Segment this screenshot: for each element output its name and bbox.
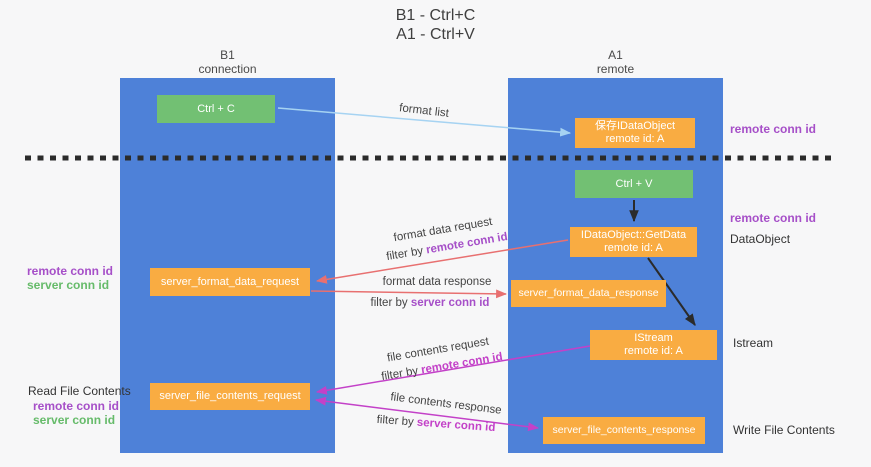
node-server-format-data-response: server_format_data_response (511, 280, 666, 307)
node-format-request-label: server_format_data_request (160, 275, 300, 288)
lane-b1-role: connection (198, 62, 257, 76)
lane-a1-role: remote (596, 62, 635, 76)
filter-by-2-emphasis: server conn id (410, 297, 490, 309)
label-left-remote-conn-id-2: remote conn id (33, 399, 120, 413)
label-left-server-conn-id-2: server conn id (33, 413, 116, 427)
lane-header-a1: A1 remote (508, 48, 723, 76)
arrow-format-data-response (310, 289, 508, 299)
node-ctrl-c-label: Ctrl + C (197, 102, 235, 115)
node-format-response-label: server_format_data_response (518, 287, 659, 299)
lane-b1-name: B1 (220, 48, 235, 62)
node-istream-line1: IStream (634, 332, 673, 344)
lane-a1-name: A1 (608, 48, 623, 62)
node-save-idataobject-line2: remote id: A (605, 133, 665, 145)
node-ctrl-v-label: Ctrl + V (615, 177, 653, 190)
filter-by-4-prefix: filter by (376, 413, 418, 429)
label-format-list: format list (398, 102, 450, 120)
label-filter-by-server-1: filter by server conn id (371, 297, 490, 309)
diagram-title: B1 - Ctrl+C A1 - Ctrl+V (0, 6, 871, 44)
title-line-1: B1 - Ctrl+C (395, 7, 476, 24)
label-filter-by-server-2: filter by server conn id (376, 414, 495, 434)
node-server-file-contents-response: server_file_contents_response (543, 417, 705, 444)
node-ctrl-v: Ctrl + V (575, 170, 693, 198)
label-file-contents-response: file contents response (389, 391, 503, 417)
label-remote-conn-id-top: remote conn id (730, 122, 817, 136)
label-dataobject: DataObject (730, 232, 791, 246)
node-getdata-line1: IDataObject::GetData (580, 229, 687, 241)
node-file-request-label: server_file_contents_request (159, 390, 301, 402)
label-remote-conn-id-mid: remote conn id (730, 211, 817, 225)
node-file-response-label: server_file_contents_response (552, 424, 696, 436)
filter-by-3-prefix: filter by (380, 364, 423, 384)
filter-by-4-emphasis: server conn id (416, 416, 496, 435)
label-left-remote-conn-id-1: remote conn id (27, 264, 114, 278)
node-server-file-contents-request: server_file_contents_request (150, 383, 310, 410)
node-istream: IStream remote id: A (590, 330, 717, 360)
node-save-idataobject-line1: 保存IDataObject (594, 120, 676, 132)
title-line-2: A1 - Ctrl+V (396, 26, 475, 43)
label-format-data-response: format data response (382, 276, 492, 288)
filter-by-2-prefix: filter by (370, 297, 411, 309)
label-write-file-contents: Write File Contents (733, 423, 835, 437)
label-istream: Istream (733, 336, 774, 350)
node-save-idataobject: 保存IDataObject remote id: A (575, 118, 695, 148)
label-left-server-conn-id-1: server conn id (27, 278, 110, 292)
label-read-file-contents: Read File Contents (28, 384, 131, 398)
lane-header-b1: B1 connection (120, 48, 335, 76)
node-server-format-data-request: server_format_data_request (150, 268, 310, 296)
node-getdata-line2: remote id: A (604, 242, 663, 254)
node-ctrl-c: Ctrl + C (157, 95, 275, 123)
node-istream-line2: remote id: A (624, 345, 683, 357)
filter-by-1-prefix: filter by (385, 244, 428, 264)
node-idataobject-getdata: IDataObject::GetData remote id: A (570, 227, 697, 257)
